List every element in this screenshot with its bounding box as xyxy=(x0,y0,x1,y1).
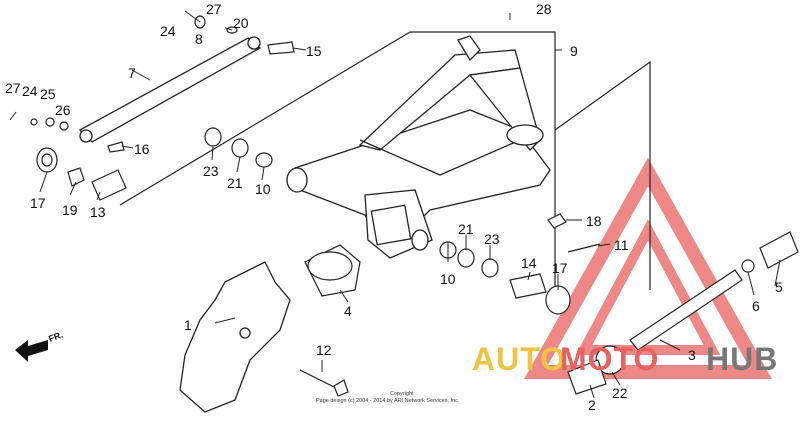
callout-7: 7 xyxy=(128,65,136,81)
callout-21-left: 21 xyxy=(227,175,243,191)
callout-28: 28 xyxy=(536,1,552,17)
callout-23-left: 23 xyxy=(203,163,219,179)
watermark-text: AUTO MOTO HUB xyxy=(472,341,778,377)
rubber-boot xyxy=(304,244,361,297)
callout-17-right: 17 xyxy=(552,260,568,276)
front-arrow-icon xyxy=(15,340,48,362)
callout-11: 11 xyxy=(614,237,629,253)
front-label: FR. xyxy=(47,330,64,344)
copyright-line2: Page design (c) 2004 - 2014 by ARI Netwo… xyxy=(316,398,460,404)
watermark-moto: MOTO xyxy=(560,341,659,377)
watermark-auto: AUTO xyxy=(472,341,566,377)
callout-4: 4 xyxy=(344,303,352,319)
callout-24-top: 24 xyxy=(160,23,176,39)
bolt-12 xyxy=(299,369,349,397)
callout-2: 2 xyxy=(588,397,596,413)
callout-27-left: 27 xyxy=(5,80,21,96)
callout-12: 12 xyxy=(316,342,332,358)
callout-25: 25 xyxy=(40,86,56,102)
assembly-box-lines xyxy=(119,31,651,290)
callout-14: 14 xyxy=(521,255,537,271)
callout-20: 20 xyxy=(233,15,249,31)
callout-17-left: 17 xyxy=(30,195,46,211)
pivot-bearing-parts-left xyxy=(30,15,295,201)
side-cover xyxy=(179,261,291,413)
callout-15: 15 xyxy=(306,43,322,59)
callout-10-left: 10 xyxy=(255,181,271,197)
callout-19: 19 xyxy=(62,202,78,218)
callout-5: 5 xyxy=(775,279,783,295)
swingarm-frame xyxy=(286,35,551,259)
callout-27-top: 27 xyxy=(206,1,222,17)
callout-3: 3 xyxy=(688,347,696,363)
callout-24-left: 24 xyxy=(22,83,38,99)
copyright-line1: Copyright xyxy=(390,391,414,397)
callout-10-right: 10 xyxy=(440,271,456,287)
callout-23-right: 23 xyxy=(484,231,500,247)
callout-16: 16 xyxy=(134,141,150,157)
callout-1: 1 xyxy=(184,317,192,333)
callout-21-right: 21 xyxy=(458,221,474,237)
callout-18: 18 xyxy=(586,213,602,229)
callout-22: 22 xyxy=(612,385,628,401)
leader-lines xyxy=(9,10,781,399)
callout-26: 26 xyxy=(55,102,71,118)
watermark-logo-icon xyxy=(524,157,772,379)
torque-rod xyxy=(78,36,262,143)
callout-8: 8 xyxy=(195,31,203,47)
callout-9: 9 xyxy=(570,43,578,59)
callout-numbers: 1 2 3 4 5 6 7 8 9 10 10 11 12 13 14 15 1… xyxy=(5,1,783,413)
callout-13: 13 xyxy=(90,204,106,220)
watermark-hub: HUB xyxy=(706,341,778,377)
callout-6: 6 xyxy=(752,298,760,314)
